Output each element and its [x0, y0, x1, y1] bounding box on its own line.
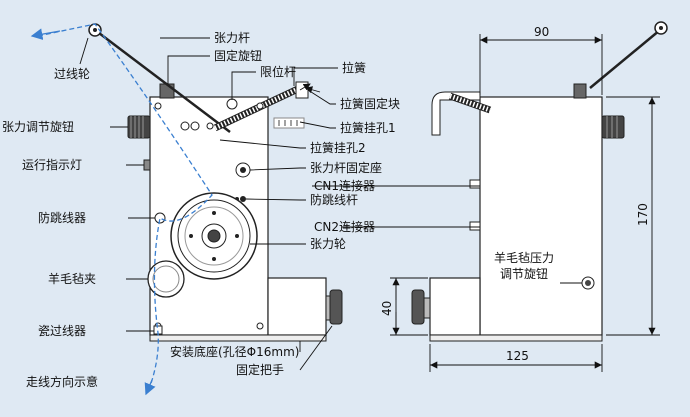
wire-path: [37, 23, 213, 393]
limit-rod-shape: [226, 98, 238, 110]
dim-width-top: 90: [534, 25, 549, 39]
dimension-arrows: [392, 36, 656, 369]
front-bottom-box: [267, 277, 327, 336]
side-handle-knob: [411, 289, 425, 325]
dim-base-height: 40: [380, 301, 394, 316]
label-fixed-knob: 固定旋钮: [214, 48, 262, 63]
label-anti-jump-rod: 防跳线杆: [310, 192, 358, 207]
label-tension-wheel: 张力轮: [310, 237, 346, 251]
label-cn2: CN2连接器: [314, 219, 375, 234]
side-bottom-box: [429, 277, 481, 336]
label-wire-guide-wheel: 过线轮: [54, 67, 90, 81]
label-run-indicator: 运行指示灯: [22, 157, 82, 172]
label-rod-fixed-seat: 张力杆固定座: [310, 160, 382, 175]
front-base-plate: [149, 334, 327, 342]
label-felt-pressure-2: 调节旋钮: [500, 266, 548, 281]
label-ceramic-guide: 瓷过线器: [38, 324, 86, 338]
side-housing: [479, 96, 603, 336]
side-view: [411, 21, 668, 342]
label-mount-base: 安装底座(孔径Φ16mm): [170, 344, 299, 359]
leader-arrows: [299, 83, 321, 94]
top-fixed-knob: [159, 83, 175, 99]
label-felt-pressure-1: 羊毛毡压力: [494, 250, 554, 265]
label-limit-rod: 限位杆: [260, 64, 296, 79]
run-indicator-shape: [143, 159, 151, 171]
label-fixed-handle: 固定把手: [236, 362, 284, 377]
label-spring-hole-1: 拉簧挂孔1: [340, 120, 396, 135]
tension-wheel-shape: [170, 192, 258, 280]
label-tension-adjust-knob: 张力调节旋钮: [2, 119, 74, 134]
text-labels: 张力杆 固定旋钮 限位杆 拉簧 过线轮 张力调节旋钮 拉簧固定块 拉簧挂孔1 拉…: [2, 31, 554, 389]
tension-rod-shape: [94, 29, 231, 133]
leader-lines: [79, 37, 582, 371]
front-view: [30, 23, 343, 396]
label-cn1: CN1连接器: [314, 178, 375, 193]
label-anti-jump-device: 防跳线器: [38, 210, 86, 225]
felt-clamp-shape: [147, 260, 185, 298]
spring-block-front: [295, 81, 309, 99]
dim-width-bottom: 125: [506, 349, 529, 363]
label-spring: 拉簧: [342, 60, 366, 75]
anti-jump-rod-shape: [240, 196, 246, 202]
label-felt-clamp: 羊毛毡夹: [48, 271, 96, 286]
dim-height-right: 170: [636, 203, 650, 226]
label-tension-rod: 张力杆: [214, 31, 250, 45]
label-wire-direction: 走线方向示意: [26, 374, 98, 389]
front-handle-knob: [329, 289, 343, 325]
label-spring-hole-2: 拉簧挂孔2: [310, 140, 366, 155]
dimension-labels: 90 170 40 125: [380, 25, 650, 363]
label-spring-fixed-block: 拉簧固定块: [340, 96, 400, 111]
